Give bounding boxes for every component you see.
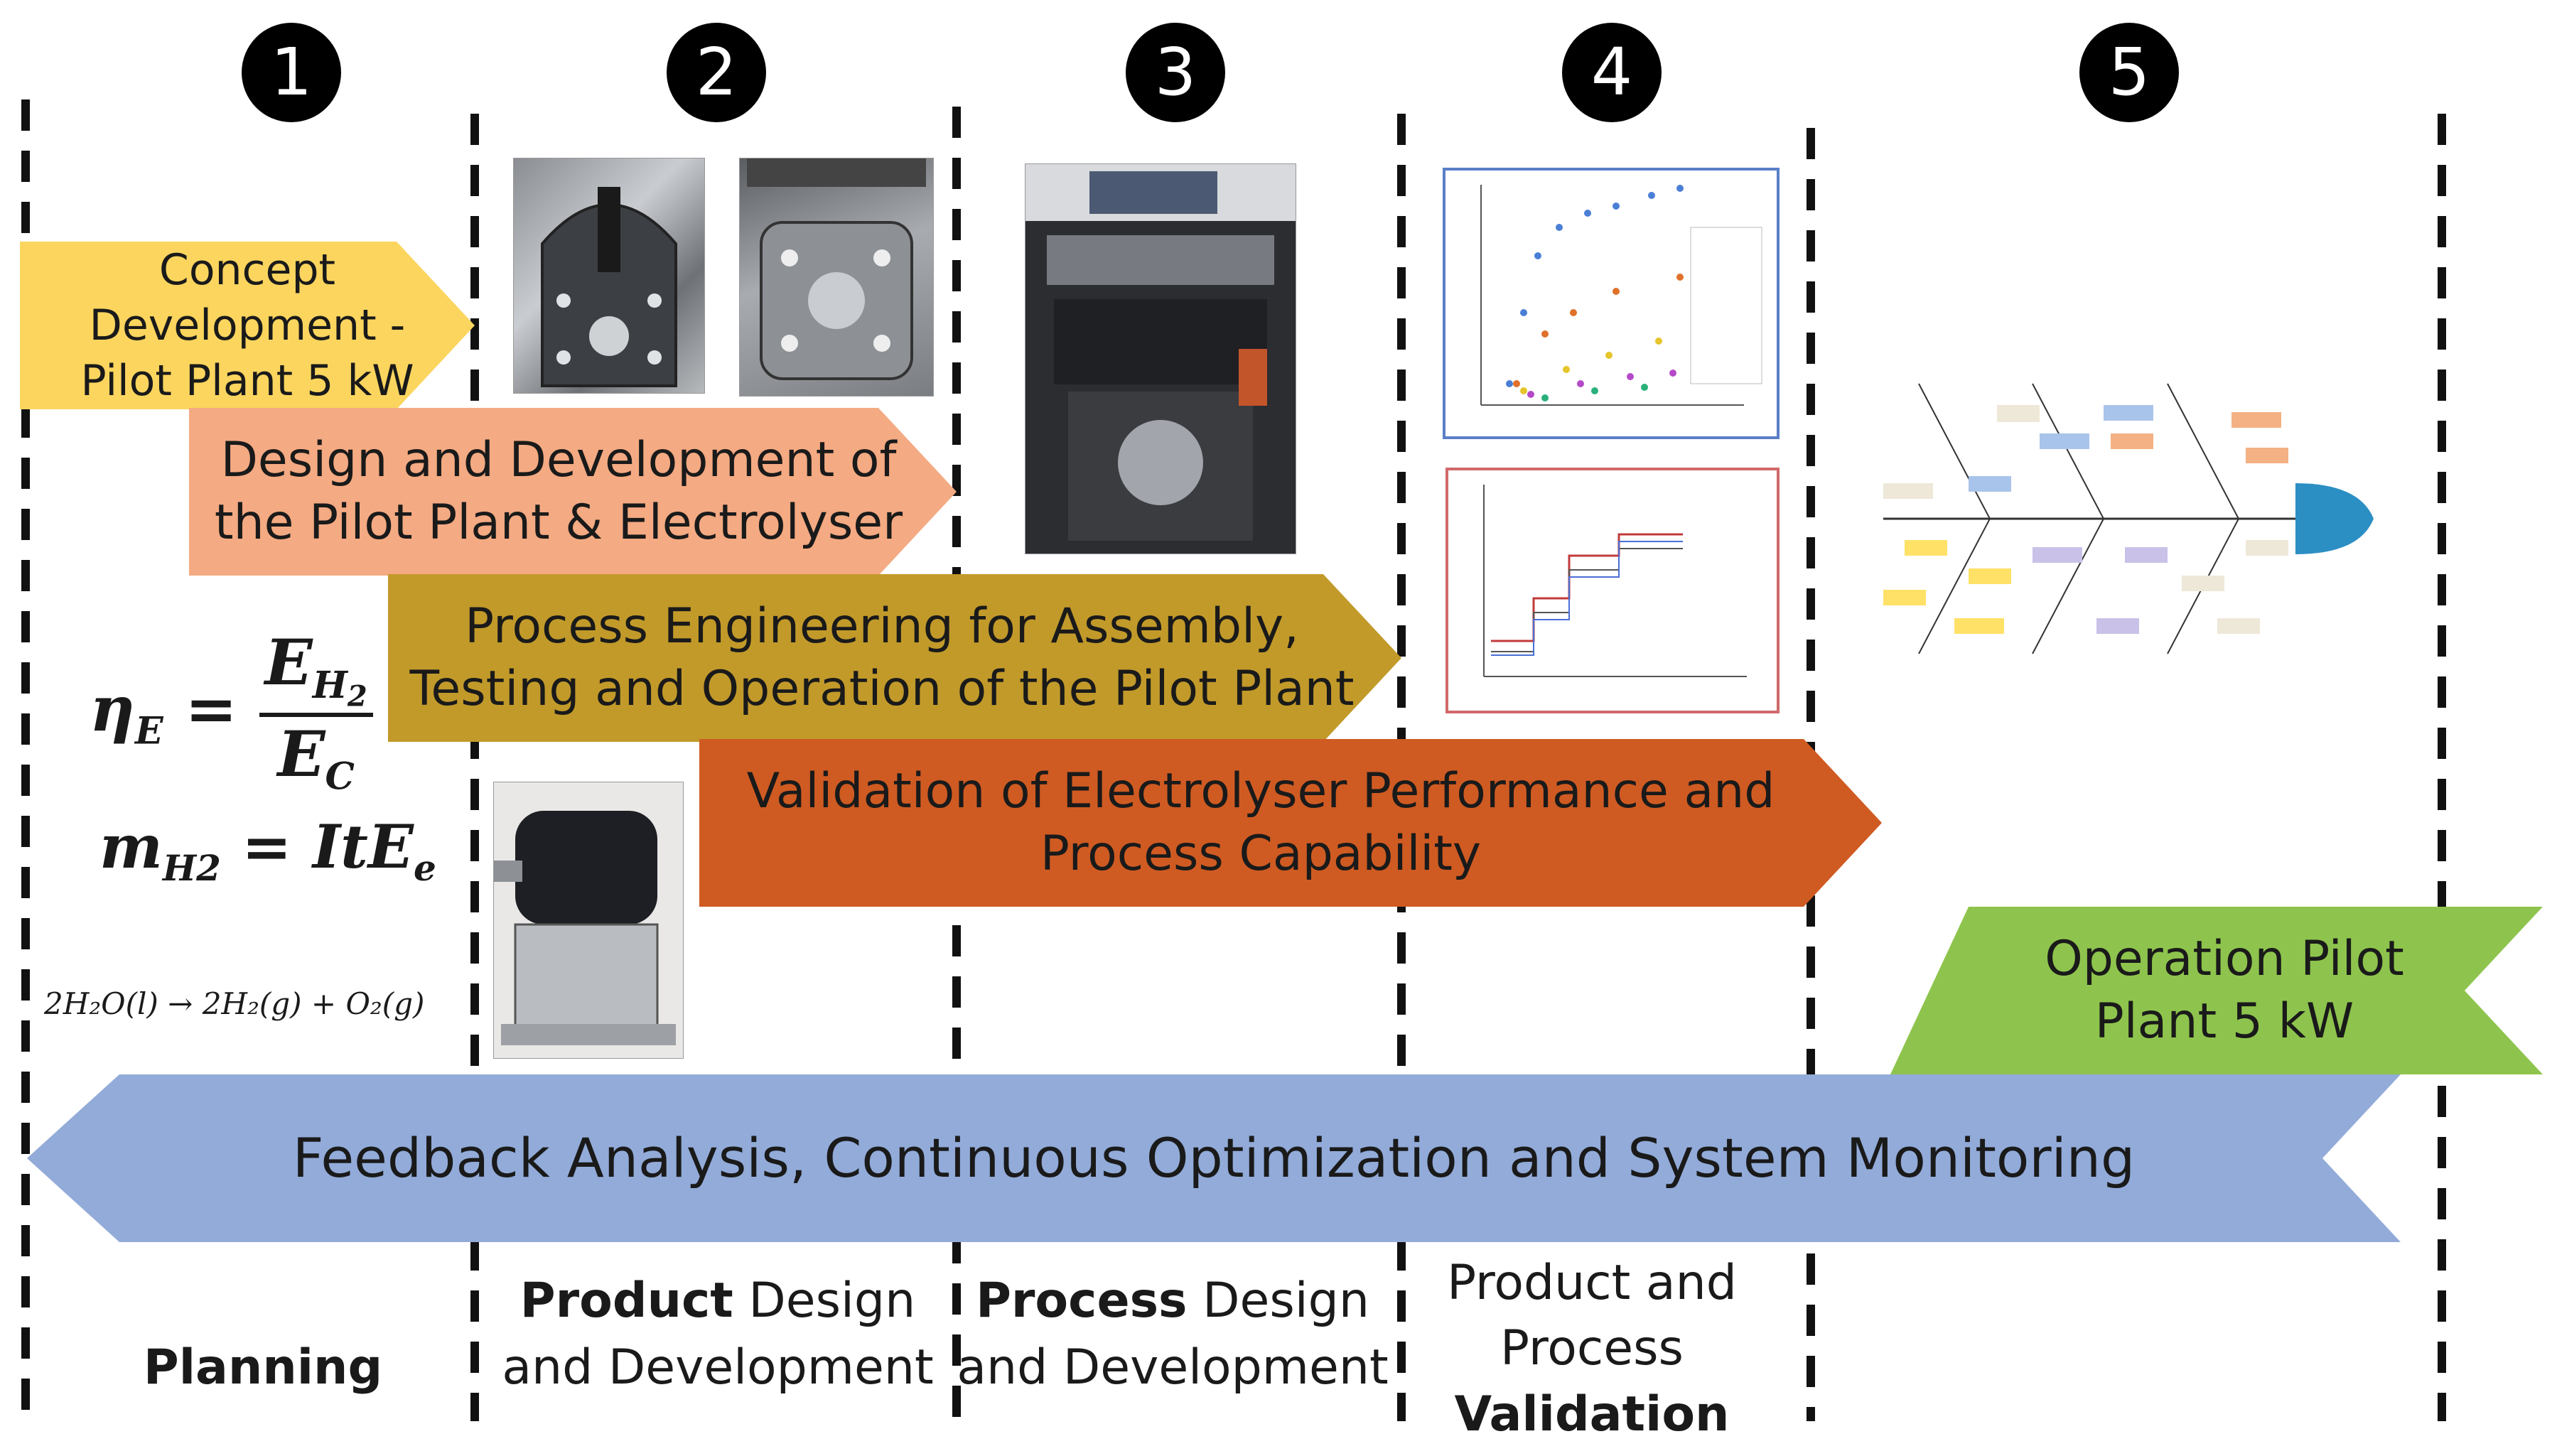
efficiency-equals: = xyxy=(185,671,237,745)
phase-product-line-2: and Development xyxy=(502,1339,934,1396)
operation-pilot-plant-arrow: Operation Pilot Plant 5 kW xyxy=(1890,907,2543,1074)
process-engineering-arrow: Process Engineering for Assembly, Testin… xyxy=(388,574,1401,742)
process-engineering-arrow-shape xyxy=(388,574,1401,742)
validation-arrow: Validation of Electrolyser Performance a… xyxy=(699,739,1882,907)
phase-process-line-1: Process Design xyxy=(945,1268,1400,1334)
electrolyser-plate-illustration xyxy=(747,158,926,380)
concept-development-arrow: Concept Development - Pilot Plant 5 kW xyxy=(20,242,475,409)
electrolyser-stack-illustration xyxy=(494,811,676,1045)
validation-arrow-shape xyxy=(699,739,1882,907)
design-line-2: the Pilot Plant & Electrolyser xyxy=(214,495,903,551)
process-line-2: Testing and Operation of the Pilot Plant xyxy=(409,661,1355,717)
phase-planning-bold: Planning xyxy=(143,1339,383,1396)
step-circle-5: 5 xyxy=(2079,23,2179,122)
process-line-1: Process Engineering for Assembly, xyxy=(465,598,1299,654)
phase-product-design: Product Design and Development xyxy=(490,1268,945,1401)
electrolyser-housing-illustration xyxy=(541,187,677,387)
efficiency-num-sub: H xyxy=(312,663,348,707)
mass-rhs: ItE xyxy=(312,811,414,882)
efficiency-formula: ηE = EH2 EC xyxy=(90,625,373,799)
phase-product-bold: Product xyxy=(519,1273,733,1329)
mass-lhs: m xyxy=(99,811,163,882)
phase-planning: Planning xyxy=(107,1334,419,1401)
phase-validation-line-1: Product and xyxy=(1447,1255,1737,1311)
phase-validation: Product and Process Validation xyxy=(1414,1251,1770,1447)
validation-line-1: Validation of Electrolyser Performance a… xyxy=(746,762,1775,819)
operation-pilot-plant-label: Operation Pilot Plant 5 kW xyxy=(1997,907,2452,1074)
design-line-1: Design and Development of xyxy=(220,431,897,488)
phase-product-rest: Design xyxy=(733,1273,916,1329)
feedback-arrow-shape xyxy=(27,1074,2401,1242)
voltage-step-chart-thumbnail xyxy=(1445,468,1780,713)
mass-rhs-sub: e xyxy=(413,846,436,889)
efficiency-lhs-sub: E xyxy=(134,709,163,753)
water-splitting-reaction: 2H₂O(l) → 2H₂(g) + O₂(g) xyxy=(44,986,425,1021)
efficiency-num-sub2: 2 xyxy=(347,679,367,713)
phase-process-bold: Process xyxy=(976,1273,1188,1329)
mass-equals: = xyxy=(242,811,292,882)
electrolyser-plate-photo xyxy=(739,158,934,397)
step-circle-4: 4 xyxy=(1562,23,1662,122)
operation-pilot-plant-arrow-shape xyxy=(1890,907,2543,1074)
test-rig-photo xyxy=(1025,163,1296,554)
process-engineering-label: Process Engineering for Assembly, Testin… xyxy=(402,574,1362,742)
step-circle-2: 2 xyxy=(667,23,766,122)
validation-line-2: Process Capability xyxy=(1040,826,1482,882)
concept-line-2: Development - xyxy=(89,301,406,350)
validation-label: Validation of Electrolyser Performance a… xyxy=(714,739,1808,907)
mass-lhs-sub: H2 xyxy=(162,846,221,889)
test-rig-illustration xyxy=(1025,164,1296,541)
design-development-arrow-shape xyxy=(189,408,957,576)
operation-line-2: Plant 5 kW xyxy=(2094,993,2354,1050)
electrolyser-housing-photo xyxy=(513,158,705,394)
efficiency-den: E xyxy=(277,716,325,791)
efficiency-lhs: η xyxy=(90,671,135,745)
concept-line-3: Pilot Plant 5 kW xyxy=(80,356,414,406)
fishbone-diagram-illustration xyxy=(1883,383,2374,654)
feedback-arrow: Feedback Analysis, Continuous Optimizati… xyxy=(27,1074,2401,1242)
concept-development-label: Concept Development - Pilot Plant 5 kW xyxy=(48,242,446,409)
polarization-chart-illustration xyxy=(1480,185,1762,406)
phase-process-rest: Design xyxy=(1187,1273,1369,1329)
operation-line-1: Operation Pilot xyxy=(2045,930,2404,987)
fishbone-diagram-thumbnail xyxy=(1862,362,2388,675)
efficiency-num: E xyxy=(264,625,313,699)
step-circle-1: 1 xyxy=(242,23,341,122)
design-development-arrow: Design and Development of the Pilot Plan… xyxy=(189,408,957,576)
polarization-chart-thumbnail xyxy=(1443,168,1780,439)
voltage-step-chart-illustration xyxy=(1483,485,1747,677)
feedback-label: Feedback Analysis, Continuous Optimizati… xyxy=(292,1126,2136,1190)
phase-validation-bold: Validation xyxy=(1454,1386,1730,1442)
concept-development-arrow-shape xyxy=(20,242,475,409)
step-circle-3: 3 xyxy=(1126,23,1225,122)
phase-process-line-2: and Development xyxy=(957,1339,1389,1396)
efficiency-den-sub: C xyxy=(325,755,355,799)
phase-process-design: Process Design and Development xyxy=(945,1268,1400,1401)
design-development-label: Design and Development of the Pilot Plan… xyxy=(203,408,914,576)
mass-formula: mH2 = ItEe xyxy=(99,811,436,889)
electrolyser-stack-photo xyxy=(493,782,684,1059)
concept-line-1: Concept xyxy=(158,245,336,295)
phase-validation-line-2: Process xyxy=(1500,1320,1684,1377)
phase-product-line-1: Product Design xyxy=(490,1268,945,1334)
